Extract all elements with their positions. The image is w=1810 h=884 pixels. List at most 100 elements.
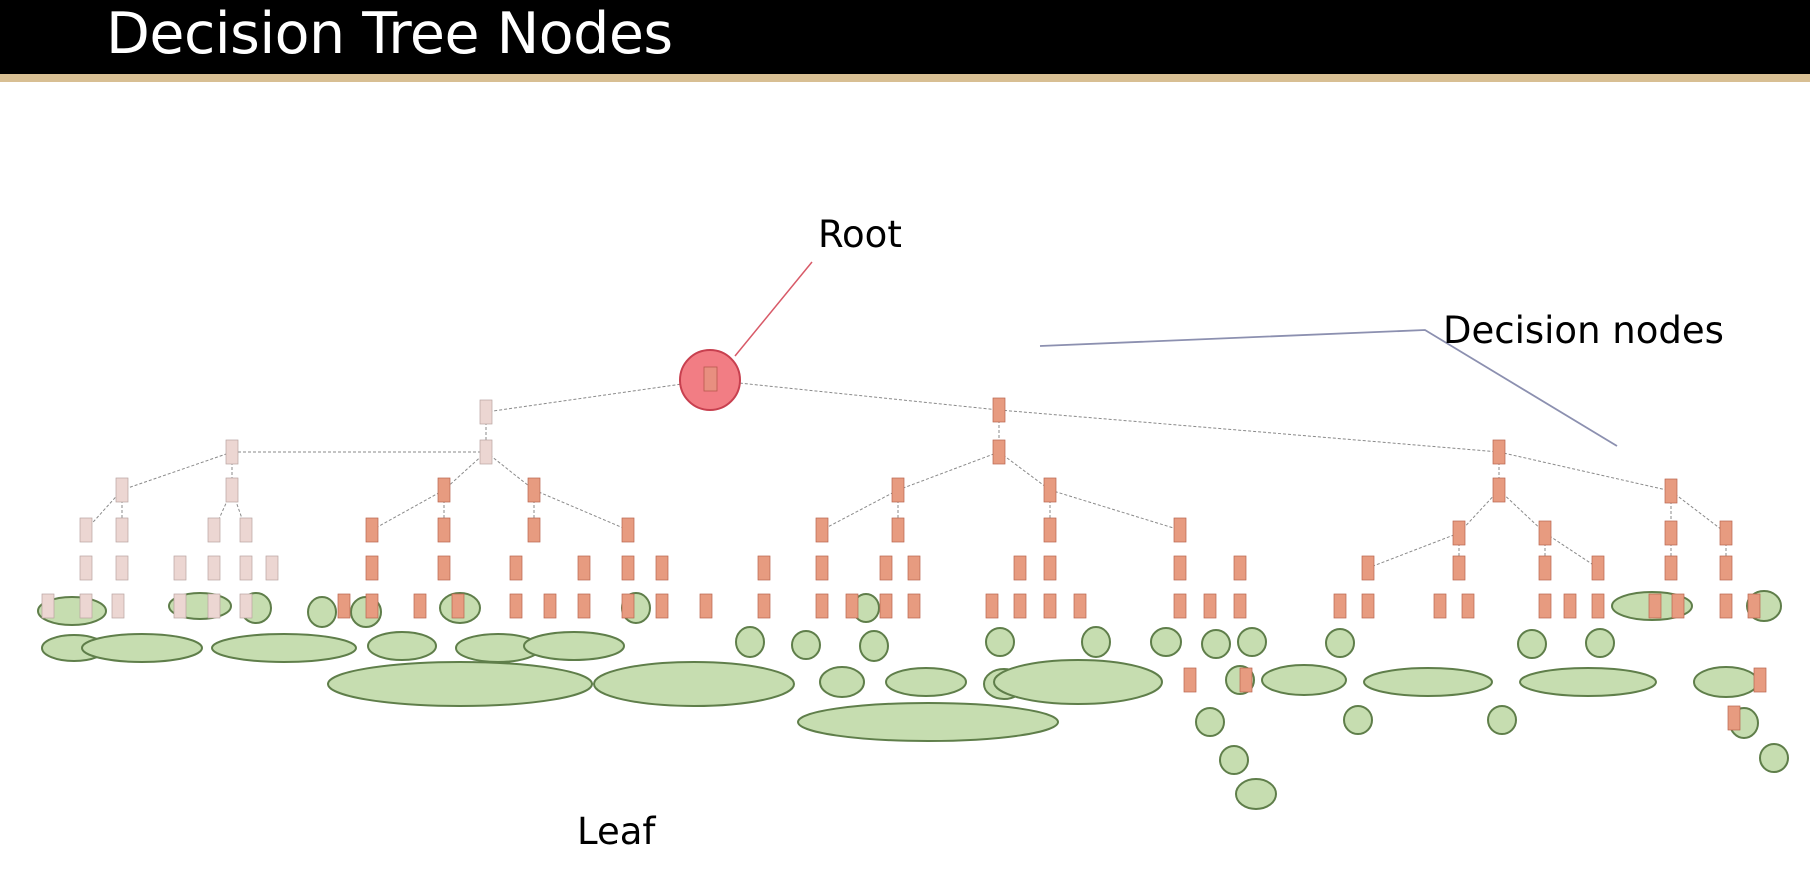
decision-node (815, 555, 829, 581)
decision-node (1591, 593, 1605, 619)
decision-node (1719, 593, 1733, 619)
decision-node (1747, 593, 1761, 619)
decision-node (621, 555, 635, 581)
decision-node (207, 593, 221, 619)
decision-node (879, 593, 893, 619)
tree-edge (371, 489, 445, 531)
leaf-label: Leaf (577, 810, 656, 853)
decision-node (239, 517, 253, 543)
decision-node (437, 477, 451, 503)
tree-edge (533, 489, 629, 531)
leaf-group-highlight (81, 633, 203, 663)
decision-node (1461, 593, 1475, 619)
leaf-group-highlight (307, 596, 337, 628)
decision-node (79, 517, 93, 543)
root-node (703, 366, 718, 392)
decision-node (1727, 705, 1741, 731)
leaf-group-highlight (1081, 626, 1111, 658)
decision-node (1671, 593, 1685, 619)
tree-edge (998, 409, 1500, 453)
decision-node (509, 555, 523, 581)
leaf-group-highlight (367, 631, 437, 661)
decision-node (1538, 593, 1552, 619)
tree-edge (1544, 532, 1599, 569)
leaf-group-highlight (797, 702, 1059, 742)
decision-node (115, 517, 129, 543)
decision-node (79, 593, 93, 619)
tree-edge (1049, 489, 1181, 531)
decision-node (1043, 477, 1057, 503)
decision-node (173, 555, 187, 581)
decision-node (1753, 667, 1767, 693)
decision-node (1563, 593, 1577, 619)
decision-node (509, 593, 523, 619)
tree-edge (1498, 451, 1672, 492)
decision-node (1452, 555, 1466, 581)
tree-edge (998, 451, 1051, 491)
tree-edge (1367, 532, 1460, 569)
decision-node (621, 593, 635, 619)
decision-node (1233, 555, 1247, 581)
tree-edge (121, 451, 233, 491)
decision-node (992, 439, 1006, 465)
decision-node (479, 439, 493, 465)
leaf-group-highlight (593, 661, 795, 707)
leaf-group-highlight (1219, 745, 1249, 775)
decision-node (845, 593, 859, 619)
decision-node (1043, 555, 1057, 581)
leaf-group-highlight (1150, 627, 1182, 657)
leaf-group-highlight (1261, 664, 1347, 696)
decision-node (907, 555, 921, 581)
decision-node (757, 593, 771, 619)
decision-node (1203, 593, 1217, 619)
decision-node (365, 593, 379, 619)
leaf-group-highlight (327, 661, 593, 707)
root-label: Root (818, 213, 902, 256)
decision-node (1043, 517, 1057, 543)
decision-node (1043, 593, 1057, 619)
tree-edge (897, 451, 1000, 491)
decision-node (437, 517, 451, 543)
decision-node (1173, 517, 1187, 543)
decision-node (41, 593, 55, 619)
leaf-group-highlight (985, 627, 1015, 657)
decision-nodes-label: Decision nodes (1443, 309, 1724, 352)
decision-node (239, 555, 253, 581)
decision-node (1173, 555, 1187, 581)
decision-node (1719, 520, 1733, 546)
decision-node (479, 399, 493, 425)
leaf-group-highlight (1201, 629, 1231, 659)
decision-node (1492, 477, 1506, 503)
tree-edge (85, 489, 123, 531)
leaf-group-highlight (1517, 629, 1547, 659)
leaf-group-highlight (1195, 707, 1225, 737)
decision-node (225, 439, 239, 465)
decision-callout-line (1039, 329, 1618, 447)
decision-node (265, 555, 279, 581)
tree-edge (485, 451, 535, 491)
leaf-group-highlight (1519, 667, 1657, 697)
decision-node (115, 555, 129, 581)
decision-node (1648, 593, 1662, 619)
decision-node (1183, 667, 1197, 693)
decision-node (1013, 593, 1027, 619)
decision-node (365, 555, 379, 581)
decision-node (1433, 593, 1447, 619)
tree-edge (443, 451, 487, 491)
decision-node (1664, 555, 1678, 581)
leaf-group-highlight (885, 667, 967, 697)
decision-node (527, 517, 541, 543)
leaf-group-highlight (791, 630, 821, 660)
decision-node (891, 477, 905, 503)
decision-node (437, 555, 451, 581)
decision-node (1333, 593, 1347, 619)
decision-node (1452, 520, 1466, 546)
leaf-group-highlight (993, 659, 1163, 705)
decision-node (1492, 439, 1506, 465)
leaf-group-highlight (735, 626, 765, 658)
decision-node (1591, 555, 1605, 581)
decision-node (1664, 478, 1678, 504)
leaf-group-highlight (1325, 628, 1355, 658)
decision-node (207, 517, 221, 543)
